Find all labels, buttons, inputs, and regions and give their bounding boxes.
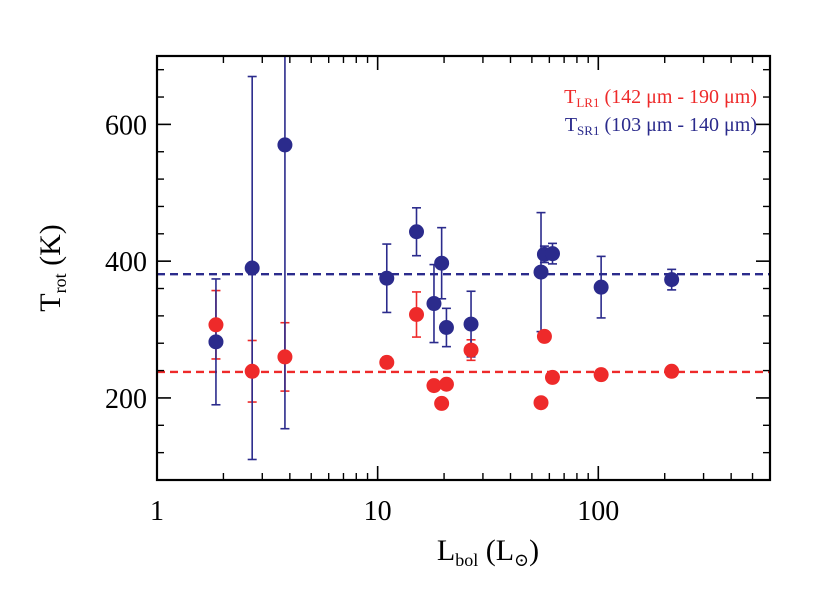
legend-lr1-sub: LR1 xyxy=(576,95,599,110)
legend-entry-sr1: TSR1 (103 μm - 140 μm) xyxy=(565,114,757,138)
data-point xyxy=(379,354,395,370)
data-point xyxy=(533,264,549,280)
y-tick-label: 400 xyxy=(105,247,147,278)
sun-symbol: ⊙ xyxy=(514,550,529,570)
legend-lr1-rest: (142 μm - 190 μm) xyxy=(599,86,757,108)
data-point xyxy=(536,328,552,344)
data-point xyxy=(664,363,680,379)
data-point xyxy=(593,279,609,295)
y-axis-title: Trot (K) xyxy=(34,224,70,311)
data-point xyxy=(438,376,454,392)
data-point xyxy=(426,296,442,312)
axis-ticks xyxy=(156,56,771,480)
data-point xyxy=(544,369,560,385)
x-tick-label: 1 xyxy=(150,496,164,527)
data-point xyxy=(463,342,479,358)
data-point xyxy=(434,395,450,411)
x-axis-title-rest: (L xyxy=(478,534,514,567)
data-point xyxy=(544,246,560,262)
data-point xyxy=(244,363,260,379)
legend: TLR1 (142 μm - 190 μm) TSR1 (103 μm - 14… xyxy=(564,86,757,138)
data-points xyxy=(208,137,680,411)
x-tick-label: 10 xyxy=(364,496,392,527)
data-point xyxy=(664,272,680,288)
legend-lr1-main: T xyxy=(564,86,576,108)
y-axis-title-main: T xyxy=(34,293,67,311)
x-axis-title-main: L xyxy=(437,534,455,567)
y-axis-title-sub: rot xyxy=(50,273,70,293)
data-point xyxy=(244,260,260,276)
data-point xyxy=(208,334,224,350)
y-tick-label: 200 xyxy=(105,384,147,415)
data-point xyxy=(426,378,442,394)
data-point xyxy=(277,137,293,153)
x-axis-title-end: ) xyxy=(529,534,539,567)
data-point xyxy=(379,270,395,286)
data-point xyxy=(463,316,479,332)
x-axis-title: Lbol (L⊙) xyxy=(437,534,539,570)
x-axis-title-sub: bol xyxy=(455,550,478,570)
legend-entry-lr1: TLR1 (142 μm - 190 μm) xyxy=(564,86,757,110)
data-point xyxy=(409,307,425,323)
plot-frame xyxy=(155,54,772,482)
data-point xyxy=(277,349,293,365)
tick-labels: 1 10 100 200 400 600 xyxy=(105,110,619,527)
data-point xyxy=(533,395,549,411)
mean-lines xyxy=(157,272,770,374)
data-point xyxy=(593,367,609,383)
x-tick-label: 100 xyxy=(577,496,619,527)
y-tick-label: 600 xyxy=(105,110,147,141)
legend-sr1-rest: (103 μm - 140 μm) xyxy=(599,114,757,136)
legend-sr1-main: T xyxy=(565,114,577,136)
y-axis-title-rest: (K) xyxy=(34,224,67,273)
data-point xyxy=(208,317,224,333)
data-point xyxy=(438,319,454,335)
legend-sr1-sub: SR1 xyxy=(577,123,599,138)
data-point xyxy=(409,224,425,240)
data-point xyxy=(434,255,450,271)
